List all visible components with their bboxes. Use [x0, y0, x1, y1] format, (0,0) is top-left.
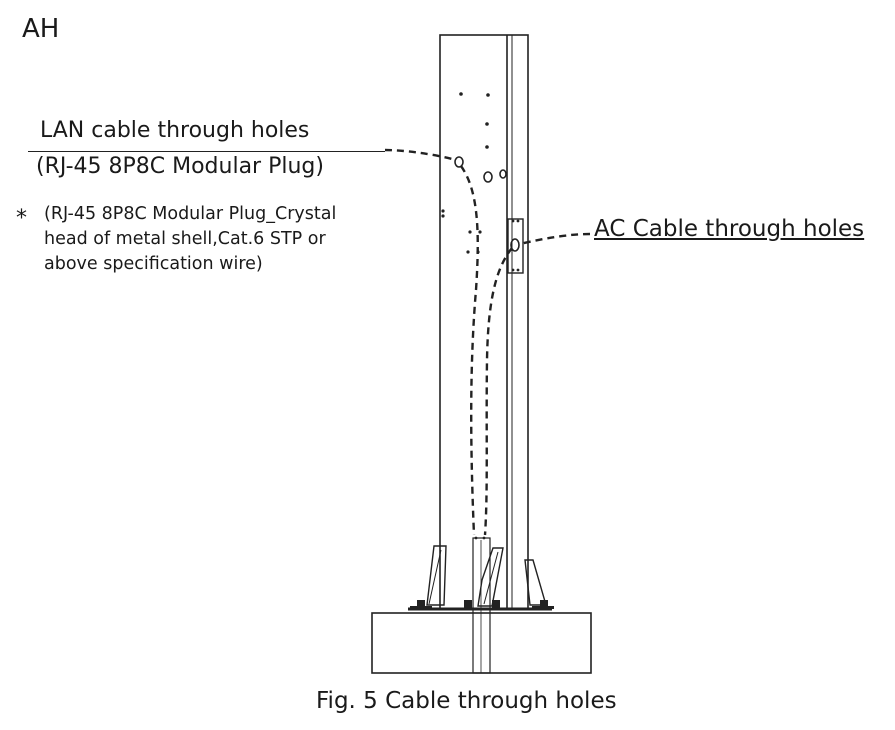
ac-cable-label: AC Cable through holes: [594, 216, 865, 242]
cable-spec-note-line: head of metal shell,Cat.6 STP or: [44, 229, 326, 249]
figure-caption: Fig. 5 Cable through holes: [316, 688, 617, 714]
ac-cable-run: [483, 247, 513, 536]
cable-spec-note-line: above specification wire): [44, 254, 263, 274]
model-label: AH: [22, 14, 60, 44]
ac-cable-hole: [510, 238, 520, 252]
lan-cable-label: LAN cable through holes: [40, 118, 310, 143]
anchor-bolts: [410, 600, 554, 609]
lan-plug-type-label: (RJ-45 8P8C Modular Plug): [36, 154, 324, 179]
hole: [499, 169, 507, 179]
gusset-center: [477, 547, 504, 607]
cable-spec-note-line: (RJ-45 8P8C Modular Plug_Crystal: [44, 204, 337, 224]
lan-cable-hole: [454, 156, 464, 168]
post-body: [439, 34, 529, 610]
hole: [483, 171, 493, 183]
lan-label-divider: [28, 151, 385, 152]
concrete-foundation: [371, 612, 592, 674]
ac-access-plate: [507, 218, 524, 274]
ac-leader-line: [519, 232, 591, 246]
note-marker: *: [16, 206, 27, 231]
lan-leader-line: [384, 148, 457, 162]
gusset-left: [426, 545, 447, 606]
cable-spec-note: (RJ-45 8P8C Modular Plug_Crystal head of…: [44, 202, 336, 277]
